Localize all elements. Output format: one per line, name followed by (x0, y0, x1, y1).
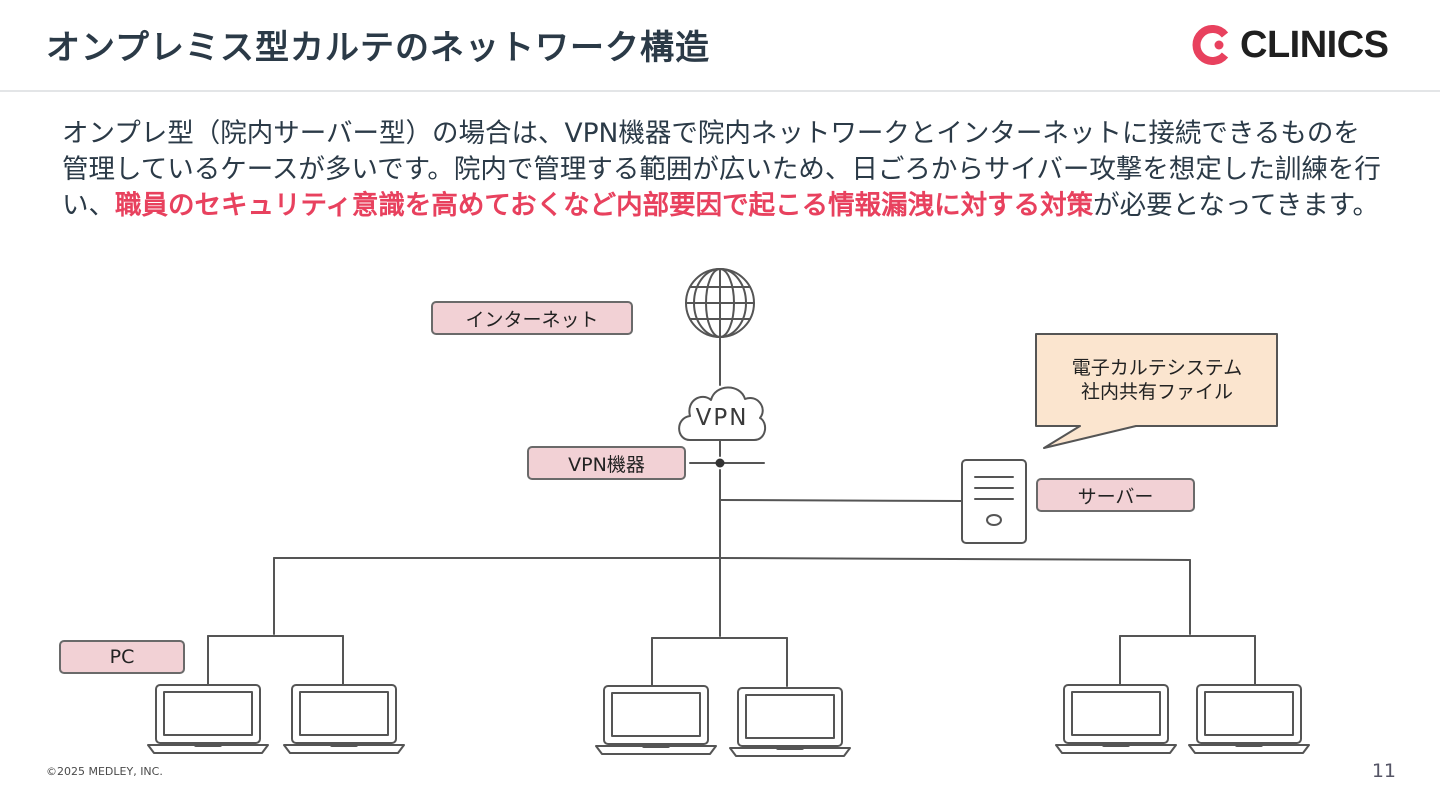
logo-text: CLINICS (1240, 23, 1389, 66)
body-paragraph: オンプレ型（院内サーバー型）の場合は、VPN機器で院内ネットワークとインターネッ… (62, 116, 1382, 224)
internet-label: インターネット (431, 301, 633, 335)
server-link (719, 499, 963, 502)
laptop-icon (1188, 684, 1310, 754)
cloud-icon (678, 386, 767, 441)
server-icon (961, 459, 1027, 544)
clinics-logo-icon (1192, 25, 1229, 65)
callout-line: 電子カルテシステム (1071, 357, 1243, 379)
vpn-device-dot (715, 458, 725, 468)
header: オンプレミス型カルテのネットワーク構造 CLINICS (0, 0, 1440, 92)
callout-line: 社内共有ファイル (1080, 381, 1233, 403)
laptop-icon (729, 687, 851, 757)
body-text-before: オンプレ型（院内サーバー型）の場合は、VPN機器で院内ネットワークとインターネッ… (62, 118, 1381, 221)
body-text-after: が必要となってきます。 (1093, 190, 1380, 221)
cloud-label: VPN (695, 405, 749, 431)
lan-bus (273, 557, 1191, 561)
callout-bubble (1035, 333, 1278, 449)
pc-label: PC (59, 640, 185, 674)
page-title: オンプレミス型カルテのネットワーク構造 (46, 28, 710, 68)
vpn-device-label: VPN機器 (527, 446, 686, 480)
page-number: 11 (1371, 760, 1396, 782)
callout-text: 電子カルテシステム 社内共有ファイル (1038, 356, 1276, 404)
server-label: サーバー (1036, 478, 1195, 512)
laptop-icon (283, 684, 405, 754)
laptop-icon (595, 685, 717, 755)
laptop-icon (147, 684, 269, 754)
body-highlight: 職員のセキュリティ意識を高めておくなど内部要因で起こる情報漏洩に対する対策 (115, 190, 1094, 221)
copyright: ©2025 MEDLEY, INC. (46, 765, 163, 778)
laptop-icon (1055, 684, 1177, 754)
clinics-logo: CLINICS (1192, 24, 1389, 66)
globe-icon (685, 268, 755, 338)
